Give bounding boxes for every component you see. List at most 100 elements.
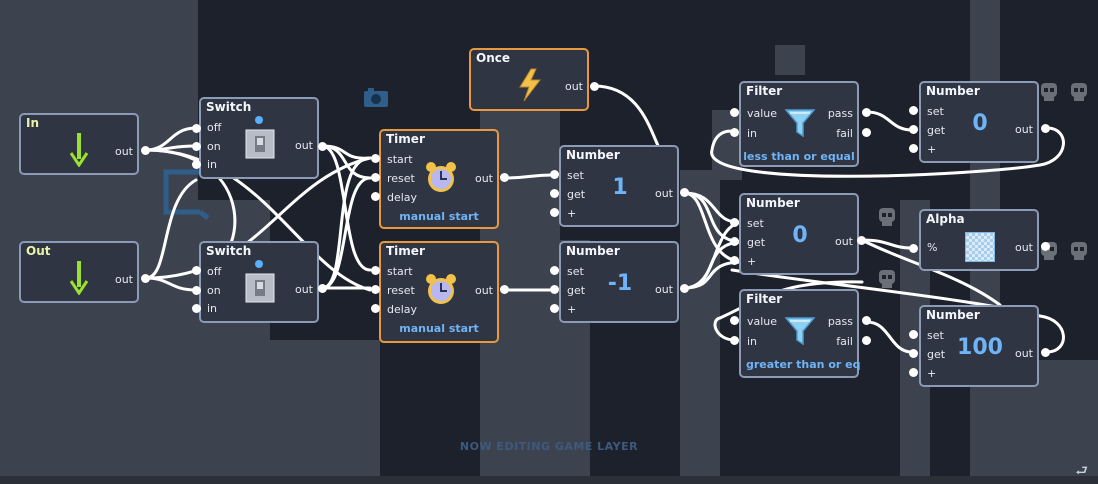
port-in[interactable] [909,125,918,134]
port-label: out [1014,123,1033,136]
port-label: out [474,284,493,297]
port-out[interactable] [680,188,689,197]
node-alpha[interactable]: Alpha % out [919,209,1039,271]
port-in[interactable] [550,208,559,217]
port-label: set [927,105,944,118]
port-in[interactable] [730,218,739,227]
filter-condition-label: less than or equal [743,150,855,163]
port-label: off [207,121,222,134]
node-once[interactable]: Once out [469,48,589,111]
port-in[interactable] [550,189,559,198]
node-number[interactable]: Number set get + 1 out [559,145,679,227]
port-in[interactable] [192,124,201,133]
port-in[interactable] [730,108,739,117]
node-switch[interactable]: Switch off on in out [199,97,319,179]
port-label: out [474,172,493,185]
port-in[interactable] [192,286,201,295]
port-label: on [207,284,221,297]
port-in[interactable] [371,192,380,201]
port-out[interactable] [141,146,150,155]
number-value: -1 [607,271,633,296]
port-label: on [207,140,221,153]
port-in[interactable] [730,237,739,246]
port-in[interactable] [371,154,380,163]
node-title: Timer [386,132,425,146]
port-out[interactable] [680,284,689,293]
port-out[interactable] [1041,242,1050,251]
port-in[interactable] [371,304,380,313]
node-title: Out [26,244,51,258]
port-out[interactable] [500,173,509,182]
port-out[interactable] [500,285,509,294]
port-in[interactable] [909,144,918,153]
port-label: get [567,284,586,297]
port-out[interactable] [141,274,150,283]
node-number[interactable]: Number set get + -1 out [559,241,679,323]
number-value: 1 [612,175,628,200]
port-out[interactable] [857,236,866,245]
port-in[interactable] [371,285,380,294]
port-in[interactable] [192,142,201,151]
port-label: start [387,265,413,278]
port-in[interactable] [730,316,739,325]
node-title: Switch [206,244,252,258]
port-in[interactable] [371,173,380,182]
port-in[interactable] [550,285,559,294]
port-label: in [747,335,758,348]
indicator-dot-icon [255,260,263,268]
alarm-clock-icon [425,273,457,309]
node-out[interactable]: Out out [19,241,139,303]
editing-layer-label: NOW EDITING GAME LAYER [459,440,639,453]
port-out[interactable] [318,142,327,151]
port-in[interactable] [730,256,739,265]
port-label: + [567,303,577,316]
transparency-checker-icon [965,232,995,262]
port-in[interactable] [909,349,918,358]
port-in[interactable] [192,304,201,313]
node-timer[interactable]: Timer start reset delay out manual start [379,241,499,343]
port-out[interactable] [1041,348,1050,357]
node-title: In [26,116,40,130]
port-out[interactable] [1041,124,1050,133]
node-number[interactable]: Number set get + 0 out [919,81,1039,163]
skull-icon [1068,240,1090,262]
switch-icon [245,129,275,163]
port-out[interactable] [862,336,871,345]
port-label: out [1014,241,1033,254]
node-title: Number [566,244,620,258]
port-out-label: out [114,273,133,286]
timer-mode-label: manual start [399,322,479,335]
port-out[interactable] [862,108,871,117]
port-in[interactable] [730,336,739,345]
back-icon[interactable]: ⮐ [1075,463,1088,479]
node-in[interactable]: In out [19,113,139,175]
node-filter[interactable]: Filter value in pass fail greater than o… [739,289,860,378]
skull-icon [876,268,898,290]
port-in[interactable] [192,160,201,169]
port-in[interactable] [192,266,201,275]
port-out[interactable] [590,82,599,91]
port-in[interactable] [909,330,918,339]
port-in[interactable] [550,170,559,179]
port-label: % [927,241,938,254]
node-title: Switch [206,100,252,114]
port-in[interactable] [730,128,739,137]
port-in[interactable] [909,244,918,253]
skull-icon [1038,81,1060,103]
port-in[interactable] [371,266,380,275]
port-out[interactable] [318,284,327,293]
port-label: set [567,169,584,182]
port-in[interactable] [909,368,918,377]
node-number[interactable]: Number set get + 0 out [739,193,859,275]
port-label: get [567,188,586,201]
node-switch[interactable]: Switch off on in out [199,241,319,323]
alarm-clock-icon [425,161,457,197]
port-out[interactable] [862,316,871,325]
node-filter[interactable]: Filter value in pass fail less than or e… [739,81,859,167]
port-in[interactable] [909,106,918,115]
port-out[interactable] [862,128,871,137]
port-in[interactable] [550,266,559,275]
port-in[interactable] [550,304,559,313]
node-number[interactable]: Number set get + 100 out [919,305,1039,387]
node-timer[interactable]: Timer start reset delay out manual start [379,129,499,229]
